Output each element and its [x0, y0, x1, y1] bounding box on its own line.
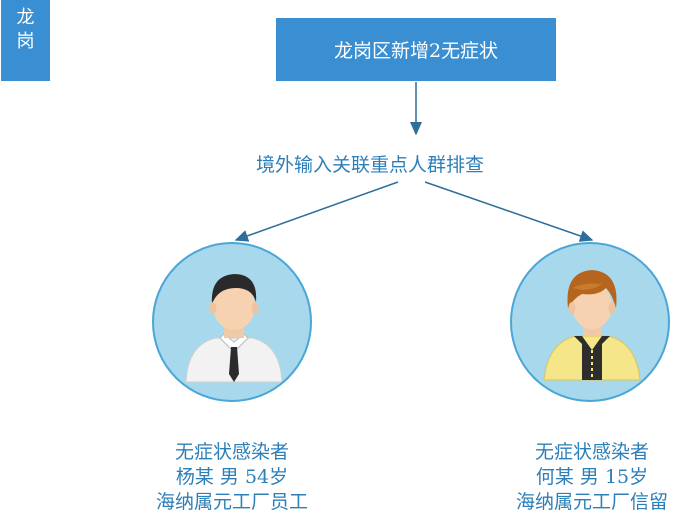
person-info-left: 无症状感染者 杨某 男 54岁 海纳属元工厂员工	[122, 440, 342, 515]
subtitle: 境外输入关联重点人群排查	[255, 154, 484, 176]
person-gender: 男	[219, 466, 239, 488]
page-title: 龙岗区新增2无症状	[333, 40, 499, 62]
person-detail: 海纳属元工厂信留	[515, 491, 668, 513]
person-name: 何某	[535, 466, 574, 488]
arrow-subtitle-to-right	[424, 181, 594, 242]
person-type: 无症状感染者	[174, 441, 289, 463]
person-gender: 男	[579, 466, 599, 488]
person-type: 无症状感染者	[534, 441, 649, 463]
person-age: 15岁	[604, 466, 649, 488]
person-name: 杨某	[175, 466, 214, 488]
region-tab: 龙 岗	[1, 0, 50, 81]
person-age: 54岁	[244, 466, 289, 488]
person-summary: 何某 男 15岁	[482, 465, 700, 490]
connector-arrows	[234, 82, 594, 242]
title-box: 龙岗区新增2无症状	[276, 18, 556, 81]
boy-avatar-icon	[543, 270, 641, 381]
avatar-man-circle	[152, 242, 312, 402]
avatar-boy-circle	[510, 242, 670, 402]
region-tab-char-2: 岗	[16, 31, 35, 52]
person-detail: 海纳属元工厂员工	[155, 491, 308, 513]
region-tab-char-1: 龙	[16, 7, 35, 28]
arrow-subtitle-to-left	[234, 181, 399, 242]
person-info-right: 无症状感染者 何某 男 15岁 海纳属元工厂信留	[482, 440, 700, 515]
man-avatar-icon	[185, 274, 283, 383]
person-summary: 杨某 男 54岁	[122, 465, 342, 490]
